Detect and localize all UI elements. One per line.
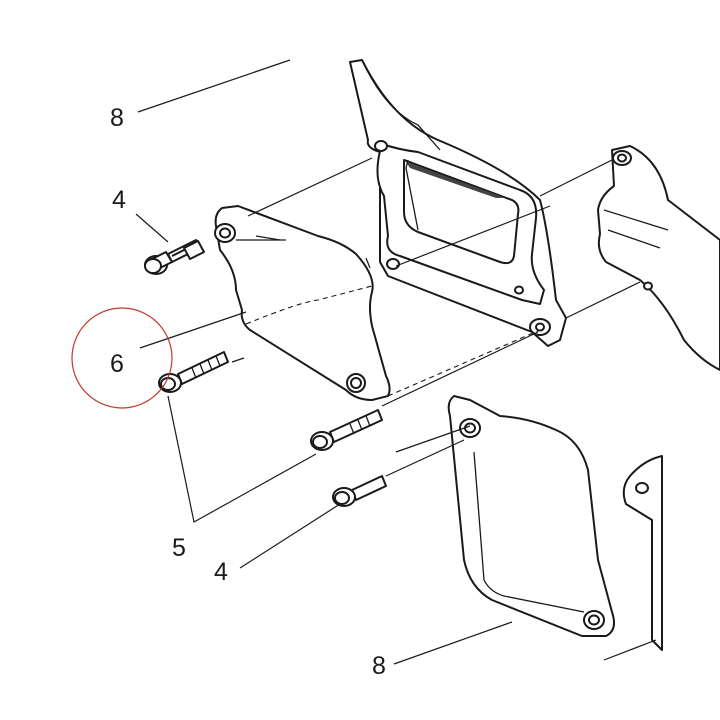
manifold-housing: [349, 59, 567, 347]
bolt-circled: [158, 351, 229, 393]
callout-label-4-lower: 4: [214, 558, 228, 586]
right-housing: [597, 145, 720, 371]
callout-leaders: [135, 59, 657, 665]
lower-right-part: [622, 455, 663, 651]
bolt-middle: [310, 409, 383, 451]
callout-label-8-bottom: 8: [372, 652, 386, 680]
callout-label-5: 5: [172, 534, 186, 562]
callout-label-6: 6: [110, 350, 124, 378]
alignment-lines: [231, 157, 641, 477]
callout-label-8-top: 8: [110, 104, 124, 132]
bolt-lower: [332, 475, 387, 507]
gasket-plate: [214, 205, 391, 401]
callout-label-4-upper: 4: [112, 186, 126, 214]
bolt-upper-left: [144, 239, 205, 275]
cover-plate: [447, 395, 615, 637]
highlight-circle: [71, 307, 173, 409]
